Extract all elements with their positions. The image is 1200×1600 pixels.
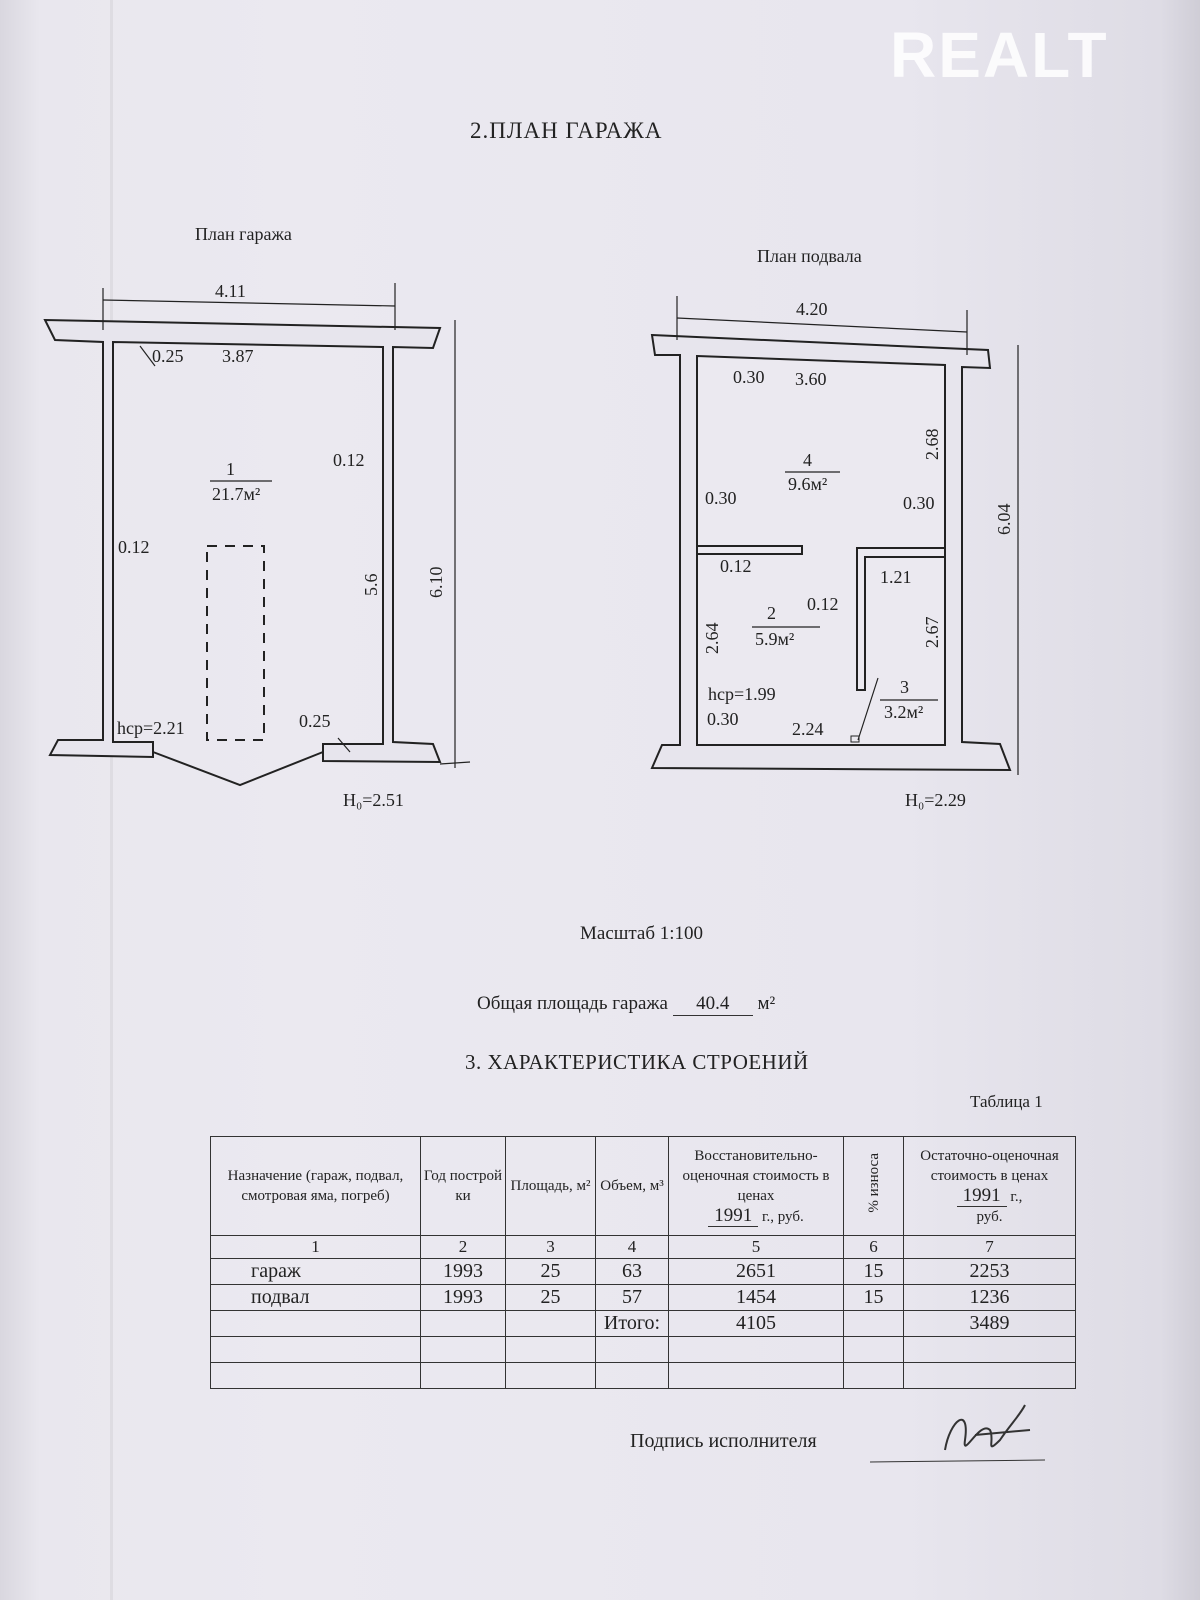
- table-caption: Таблица 1: [970, 1092, 1043, 1111]
- realt-watermark: REALT: [890, 19, 1109, 91]
- basement-length-outer: 6.04: [994, 504, 1014, 536]
- header-restoration-year: 1991: [708, 1204, 759, 1227]
- table-total-row: Итого: 4105 3489: [210, 1310, 1076, 1337]
- buildings-table: Назначение (гараж, подвал, смотровая яма…: [210, 1136, 1076, 1389]
- total-area: Общая площадь гаража 40.4 м²: [477, 993, 775, 1016]
- room4-number: 4: [803, 450, 812, 470]
- garage-wall-bottom: 0.25: [299, 711, 331, 731]
- partition-2: 0.12: [807, 594, 839, 614]
- table-row-empty: [210, 1362, 1076, 1389]
- signature-label: Подпись исполнителя: [630, 1430, 817, 1452]
- garage-width-outer: 4.11: [215, 281, 246, 301]
- basement-wall-bottom: 0.30: [707, 709, 739, 729]
- garage-wall-left: 0.12: [118, 537, 150, 557]
- room4-length: 2.68: [922, 429, 942, 461]
- room3-width: 1.21: [880, 567, 912, 587]
- garage-height: H₀=2.51: [343, 790, 404, 810]
- basement-wall-left: 0.30: [705, 488, 737, 508]
- header-volume: Объем, м³: [595, 1136, 669, 1236]
- signature-line: [869, 1459, 1046, 1463]
- room3-number: 3: [900, 677, 909, 697]
- scale-label: Масштаб 1:100: [580, 923, 704, 944]
- header-residual-year: 1991: [956, 1184, 1007, 1207]
- basement-height: H₀=2.29: [905, 790, 966, 810]
- garage-wall-top: 0.25: [152, 346, 184, 366]
- partition-1: 0.12: [720, 556, 752, 576]
- garage-width-inner: 3.87: [222, 346, 254, 366]
- garage-room-number: 1: [226, 459, 235, 479]
- basement-width-outer: 4.20: [796, 299, 828, 319]
- section-3-title: 3. ХАРАКТЕРИСТИКА СТРОЕНИЙ: [465, 1050, 809, 1074]
- total-restoration: 4105: [668, 1310, 844, 1337]
- garage-length-outer: 6.10: [426, 567, 446, 599]
- section-2-title: 2.ПЛАН ГАРАЖА: [470, 118, 663, 143]
- room2-width: 2.24: [792, 719, 824, 739]
- basement-plan-title: План подвала: [757, 246, 862, 266]
- garage-wall-right: 0.12: [333, 450, 365, 470]
- table-row-empty: [210, 1336, 1076, 1363]
- basement-wall-top: 0.30: [733, 367, 765, 387]
- garage-length-inner: 5.6: [361, 574, 381, 597]
- garage-room-area: 21.7м²: [212, 484, 260, 504]
- room2-number: 2: [767, 603, 776, 623]
- paper-fold: [110, 0, 113, 1600]
- room4-area: 9.6м²: [788, 474, 827, 494]
- room3-area: 3.2м²: [884, 702, 923, 722]
- room3-length: 2.67: [922, 617, 942, 649]
- header-wear: % износа: [843, 1136, 904, 1236]
- garage-plan-walls: [43, 283, 471, 787]
- basement-width-inner: 3.60: [795, 369, 827, 389]
- header-residual-cost: Остаточно-оценочная стоимость в ценах 19…: [903, 1136, 1076, 1236]
- room2-area: 5.9м²: [755, 629, 794, 649]
- table-header-row: Назначение (гараж, подвал, смотровая яма…: [210, 1136, 1076, 1236]
- total-residual: 3489: [903, 1310, 1076, 1337]
- header-year: Год построй ки: [420, 1136, 506, 1236]
- total-area-value: 40.4: [672, 993, 753, 1016]
- garage-avg-height: hср=2.21: [117, 718, 185, 738]
- total-area-label: Общая площадь гаража: [477, 993, 668, 1014]
- basement-avg-height: hср=1.99: [708, 684, 776, 704]
- total-label: Итого:: [595, 1310, 669, 1337]
- header-restoration-cost: Восстановительно-оценочная стоимость в ц…: [668, 1136, 844, 1236]
- basement-plan-walls: [650, 296, 1019, 775]
- room2-length: 2.64: [702, 623, 722, 655]
- basement-wall-right: 0.30: [903, 493, 935, 513]
- header-area: Площадь, м²: [505, 1136, 596, 1236]
- signature: [944, 1404, 1031, 1451]
- header-purpose: Назначение (гараж, подвал, смотровая яма…: [210, 1136, 421, 1236]
- total-area-unit: м²: [757, 993, 776, 1014]
- garage-plan-title: План гаража: [195, 224, 292, 244]
